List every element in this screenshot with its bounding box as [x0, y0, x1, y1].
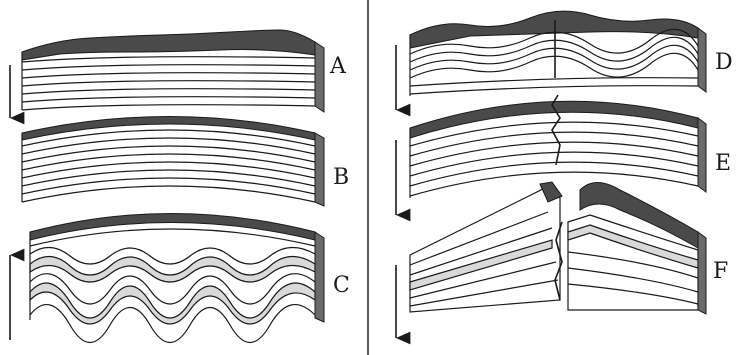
panel-label-a: A: [330, 56, 346, 78]
side-face-b: [315, 133, 324, 206]
top-layer-d: [410, 11, 698, 48]
panel-label-e: E: [715, 153, 731, 175]
panel-label-c: C: [333, 275, 350, 297]
panel-a: [10, 30, 324, 118]
panel-b: [22, 117, 324, 207]
top-layer-b: [22, 117, 315, 141]
panel-label-d: D: [715, 52, 733, 74]
panel-f: [396, 182, 706, 338]
side-face-e: [698, 118, 706, 192]
panel-c: [10, 214, 324, 343]
side-face-c: [315, 232, 324, 322]
top-layer-c: [30, 214, 315, 241]
side-face-d: [698, 28, 706, 92]
side-face-f: [698, 232, 706, 314]
panel-label-f: F: [713, 261, 728, 283]
top-layer-a: [22, 30, 315, 60]
panel-d: [396, 11, 706, 110]
panel-label-b: B: [333, 167, 349, 189]
side-face-a: [315, 42, 324, 112]
